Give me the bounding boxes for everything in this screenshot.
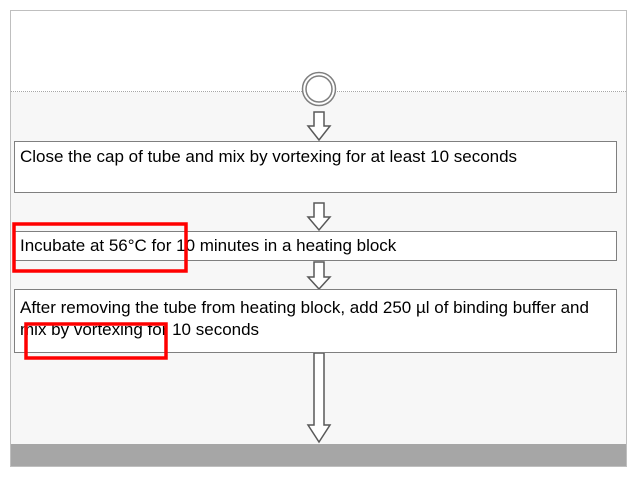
step-text: Incubate at 56°C for 10 minutes in a hea… — [20, 236, 397, 255]
slide-footer-bar — [11, 444, 626, 466]
start-circle-icon — [301, 71, 337, 107]
down-arrow-icon — [306, 111, 332, 142]
down-arrow-icon — [306, 261, 332, 291]
step-text: After removing the tube from heating blo… — [20, 298, 589, 339]
highlight-box — [24, 322, 168, 360]
step-incubate: Incubate at 56°C for 10 minutes in a hea… — [14, 231, 617, 261]
step-close-cap: Close the cap of tube and mix by vortexi… — [14, 141, 617, 193]
long-down-arrow-icon — [306, 352, 332, 444]
step-text: Close the cap of tube and mix by vortexi… — [20, 147, 518, 166]
step-remove-add-buffer: After removing the tube from heating blo… — [14, 289, 617, 353]
highlight-box — [12, 222, 188, 273]
down-arrow-icon — [306, 202, 332, 232]
